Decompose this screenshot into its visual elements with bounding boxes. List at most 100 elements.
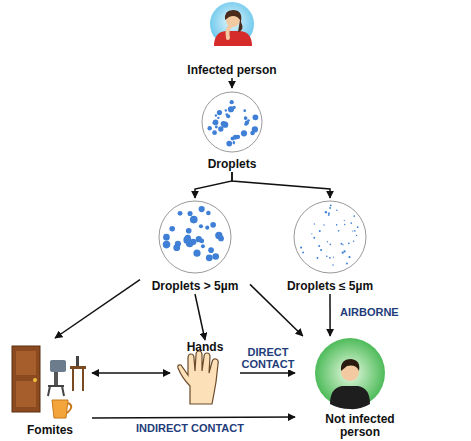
droplet-dot: [245, 120, 249, 124]
droplet-dot: [252, 126, 258, 132]
large-droplets-circle-part: [159, 201, 231, 273]
droplet-dot: [230, 100, 234, 104]
droplet-dot: [206, 211, 211, 216]
droplet-dot: [228, 106, 234, 112]
droplet-dot: [332, 264, 334, 266]
droplet-dot: [346, 263, 348, 265]
droplet-dot: [336, 224, 338, 226]
edge-label: AIRBORNE: [338, 306, 401, 318]
infected-person-icon-part: [228, 25, 233, 38]
fomites-picture-part: [52, 400, 68, 418]
droplet-dot: [199, 239, 204, 244]
node-caption: Droplets: [208, 158, 257, 171]
droplet-dot: [311, 233, 312, 234]
droplet-dot: [253, 114, 259, 120]
droplet-dot: [325, 211, 327, 213]
droplet-dot: [330, 205, 332, 207]
droplet-dot: [342, 244, 343, 245]
fomites-picture-part: [16, 381, 36, 407]
droplet-dot: [326, 255, 328, 257]
edge-label: INDIRECT CONTACT: [134, 422, 246, 434]
large-droplets-circle-part: [163, 206, 224, 261]
droplet-dot: [318, 245, 320, 247]
droplet-dot: [215, 232, 222, 239]
healthy-person-icon: [315, 338, 385, 409]
fomites-picture-part: [76, 356, 79, 366]
droplet-dot: [205, 226, 209, 230]
droplet-dot: [186, 228, 192, 234]
droplet-dot: [342, 252, 344, 254]
infected-person-icon-part: [214, 31, 252, 46]
arrow-connector: [195, 172, 232, 198]
droplet-dot: [314, 223, 315, 224]
droplet-dot: [353, 215, 355, 217]
droplet-dot: [225, 109, 227, 111]
droplet-dot: [183, 236, 191, 244]
droplet-dot: [225, 113, 228, 116]
droplet-dot: [233, 142, 235, 144]
small-droplets-circle-part: [300, 205, 359, 266]
droplet-dot: [354, 230, 356, 232]
droplet-dot: [333, 257, 334, 258]
droplets-circle: [202, 92, 262, 152]
droplet-dot: [319, 230, 321, 232]
droplet-dot: [338, 230, 340, 232]
droplet-dot: [163, 234, 170, 241]
droplet-dot: [218, 126, 223, 131]
droplet-dot: [329, 244, 331, 246]
fomites-picture-part: [54, 372, 58, 386]
droplet-dot: [217, 117, 219, 119]
hand-picture: [178, 351, 218, 404]
droplet-dot: [300, 247, 302, 249]
fomites-picture-part: [33, 378, 37, 382]
droplet-dot: [357, 226, 359, 228]
droplet-dot: [352, 230, 353, 231]
fomites-picture-part: [16, 351, 36, 375]
arrow-connector: [55, 280, 140, 338]
droplet-dot: [207, 126, 211, 130]
droplet-dot: [313, 237, 315, 239]
node-caption: Droplets ≤ 5µm: [287, 280, 373, 293]
healthy-person-icon-part: [341, 359, 359, 371]
droplet-dot: [328, 214, 330, 216]
arrow-connector: [92, 372, 170, 374]
droplet-dot: [226, 141, 232, 147]
droplet-dot: [317, 257, 319, 259]
droplet-dot: [336, 210, 338, 212]
droplet-dot: [241, 130, 247, 136]
large-droplets-node: Droplets > 5µm: [140, 198, 250, 294]
fomites-picture-part: [72, 369, 74, 391]
droplet-dot: [353, 241, 355, 243]
edge-label: DIRECT CONTACT: [239, 346, 297, 370]
large-droplets-circle: [159, 201, 231, 273]
droplet-dot: [213, 120, 219, 126]
droplet-dot: [329, 207, 331, 209]
node-caption: Droplets > 5µm: [152, 280, 239, 293]
arrow-connector: [240, 372, 295, 374]
infected-person-icon: [210, 2, 254, 46]
droplet-dot: [173, 244, 180, 251]
droplets-node: Droplets: [192, 88, 272, 172]
droplet-dot: [221, 121, 226, 126]
droplet-dot: [169, 226, 175, 232]
node-caption: Fomites: [27, 424, 73, 437]
droplet-dot: [190, 216, 198, 224]
droplet-dot: [328, 212, 330, 214]
droplet-dot: [163, 241, 171, 249]
droplet-dot: [201, 244, 205, 248]
droplets-circle-part: [207, 100, 258, 146]
healthy-person-icon-part: [330, 386, 370, 409]
droplet-dot: [217, 110, 222, 115]
node-caption: Hands: [187, 341, 224, 354]
droplet-dot: [244, 116, 248, 120]
droplet-dot: [344, 224, 345, 225]
arrow-connector: [329, 294, 331, 336]
droplet-dot: [302, 251, 304, 253]
droplet-dot: [243, 109, 246, 112]
small-droplets-circle: [294, 201, 366, 273]
droplet-dot: [343, 250, 345, 252]
fomites-picture-part: [50, 360, 66, 372]
droplet-dot: [344, 220, 345, 221]
arrow-connector: [92, 416, 295, 418]
